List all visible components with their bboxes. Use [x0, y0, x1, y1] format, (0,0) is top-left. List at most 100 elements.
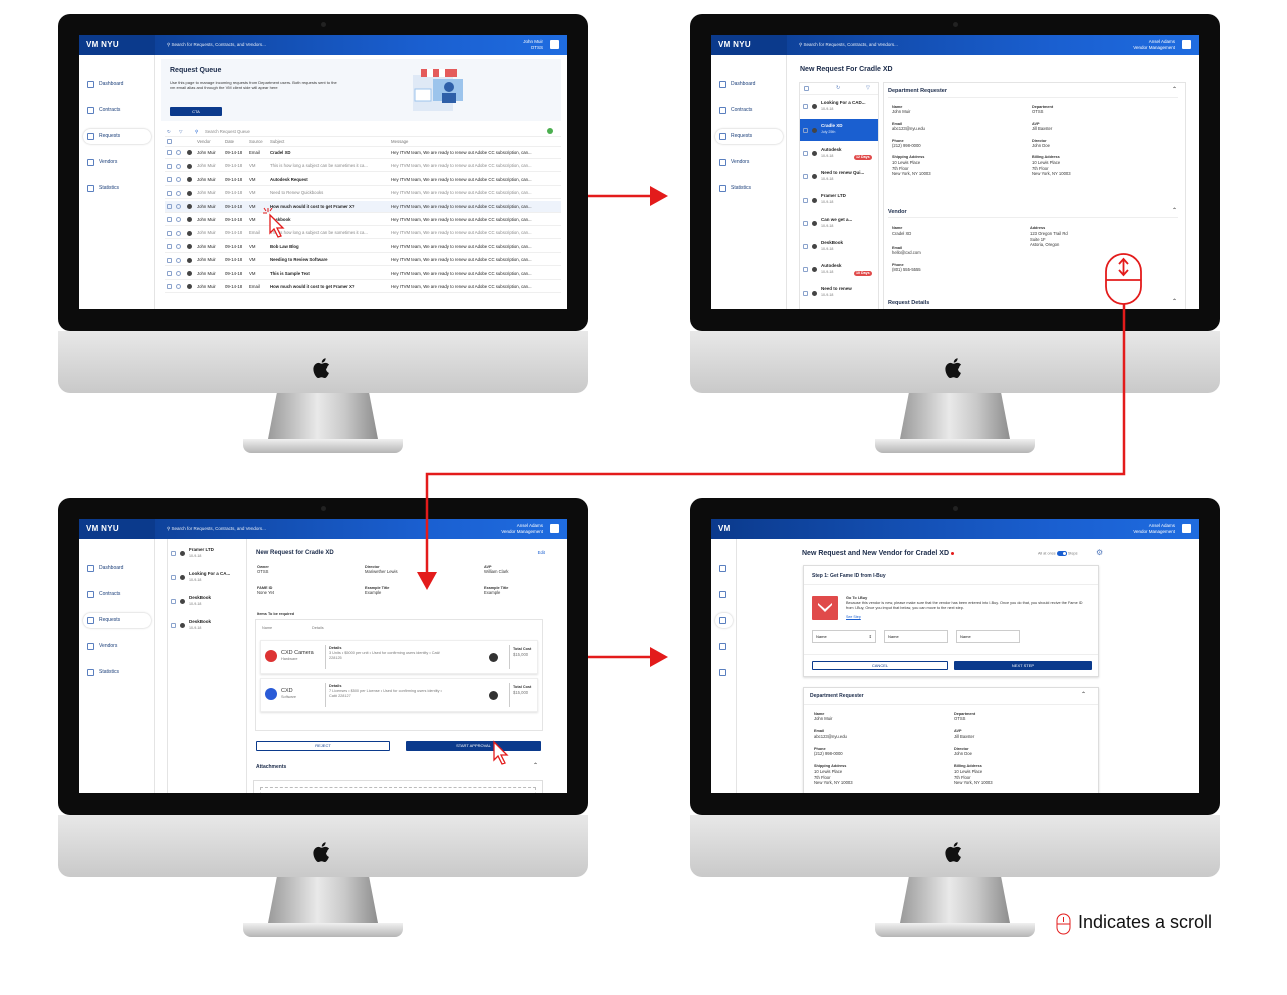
row-checkbox[interactable]: [167, 174, 172, 185]
nav-contracts[interactable]: Contracts: [83, 103, 151, 118]
global-search-input[interactable]: ⚲ Search for Requests, Contracts, and Ve…: [167, 526, 266, 531]
row-checkbox[interactable]: [167, 281, 172, 292]
cta-button[interactable]: CTA: [170, 107, 222, 116]
edit-link[interactable]: Edit: [537, 550, 545, 555]
nav-dashboard[interactable]: Dashboard: [83, 77, 151, 92]
brand-logo[interactable]: VM: [718, 524, 731, 533]
brand-logo[interactable]: VM NYU: [86, 40, 119, 49]
nav-statistics[interactable]: Statistics: [83, 181, 151, 196]
col-subject[interactable]: Subject: [270, 139, 285, 144]
global-search-input[interactable]: ⚲ Search for Requests, Contracts, and Ve…: [167, 42, 266, 47]
select-all-checkbox[interactable]: [167, 137, 172, 146]
collapse-chevron-icon[interactable]: ⌃: [1171, 87, 1177, 93]
row-checkbox[interactable]: [167, 187, 172, 198]
col-vendor[interactable]: Vendor: [197, 139, 211, 144]
nav-requests[interactable]: [715, 613, 733, 628]
email-value[interactable]: abc123@nyu.edu: [892, 126, 925, 131]
next-step-button[interactable]: NEXT STEP: [954, 661, 1092, 670]
nav-statistics[interactable]: Statistics: [715, 181, 783, 196]
email-value[interactable]: abc123@nyu.edu: [814, 734, 847, 739]
list-item[interactable]: Looking For a CAD...10-9-18: [800, 96, 878, 118]
row-info-icon[interactable]: [176, 268, 181, 279]
attachments-dropzone[interactable]: [253, 780, 543, 793]
nav-dashboard[interactable]: Dashboard: [83, 561, 151, 576]
select-all-checkbox[interactable]: [804, 86, 809, 92]
row-info-icon[interactable]: [176, 147, 181, 158]
col-date[interactable]: Date: [225, 139, 235, 144]
row-checkbox[interactable]: [167, 227, 172, 238]
row-checkbox[interactable]: [171, 599, 176, 605]
name-select[interactable]: Name⇕: [812, 630, 876, 643]
global-search-input[interactable]: ⚲ Search for Requests, Contracts, and Ve…: [799, 42, 898, 47]
nav-contracts[interactable]: Contracts: [715, 103, 783, 118]
filter-icon[interactable]: ▽: [866, 85, 870, 91]
brand-logo[interactable]: VM NYU: [86, 524, 119, 533]
row-checkbox[interactable]: [803, 174, 808, 180]
email-value[interactable]: hello@cxd.com: [892, 250, 921, 255]
nav-statistics[interactable]: Statistics: [83, 665, 151, 680]
nav-contracts[interactable]: Contracts: [83, 587, 151, 602]
collapse-chevron-icon[interactable]: ⌃: [533, 763, 539, 769]
row-checkbox[interactable]: [171, 551, 176, 557]
list-item[interactable]: Can we get a...10-9-18: [800, 213, 878, 235]
row-checkbox[interactable]: [803, 290, 808, 296]
reject-button[interactable]: REJECT: [256, 741, 390, 751]
see-step-link[interactable]: See Step: [846, 615, 861, 619]
queue-search-input[interactable]: Search Request Queue: [205, 129, 250, 134]
row-checkbox[interactable]: [803, 267, 808, 273]
row-info-icon[interactable]: [176, 254, 181, 265]
row-info-icon[interactable]: [176, 174, 181, 185]
user-icon[interactable]: [1182, 40, 1191, 49]
nav-vendors[interactable]: Vendors: [715, 155, 783, 170]
nav-requests[interactable]: Requests: [715, 129, 783, 144]
user-icon[interactable]: [550, 524, 559, 533]
row-info-icon[interactable]: [176, 281, 181, 292]
row-checkbox[interactable]: [803, 104, 808, 110]
row-checkbox[interactable]: [167, 201, 172, 212]
nav-contracts[interactable]: [715, 587, 733, 602]
nav-dashboard[interactable]: Dashboard: [715, 77, 783, 92]
row-info-icon[interactable]: [176, 201, 181, 212]
name-input[interactable]: Name: [884, 630, 948, 643]
cancel-button[interactable]: CANCEL: [812, 661, 948, 670]
row-checkbox[interactable]: [803, 220, 808, 227]
collapse-chevron-icon[interactable]: ⌃: [1080, 692, 1086, 698]
row-checkbox[interactable]: [171, 575, 176, 581]
filter-icon[interactable]: ▽: [179, 129, 183, 134]
nav-statistics[interactable]: [715, 665, 733, 680]
user-icon[interactable]: [550, 40, 559, 49]
brand-logo[interactable]: VM NYU: [718, 40, 751, 49]
add-icon[interactable]: [547, 128, 553, 134]
nav-dashboard[interactable]: [715, 561, 733, 576]
row-checkbox[interactable]: [803, 244, 808, 250]
row-checkbox[interactable]: [167, 214, 172, 225]
col-source[interactable]: Source: [249, 139, 263, 144]
row-checkbox[interactable]: [167, 160, 172, 171]
refresh-icon[interactable]: ↻: [836, 85, 841, 91]
nav-requests[interactable]: Requests: [83, 613, 151, 628]
row-checkbox[interactable]: [171, 623, 176, 629]
col-message[interactable]: Message: [391, 139, 409, 144]
name-input[interactable]: Name: [956, 630, 1020, 643]
row-checkbox[interactable]: [167, 241, 172, 252]
row-checkbox[interactable]: [803, 127, 808, 133]
mode-toggle[interactable]: All at once Steps: [1038, 551, 1078, 556]
